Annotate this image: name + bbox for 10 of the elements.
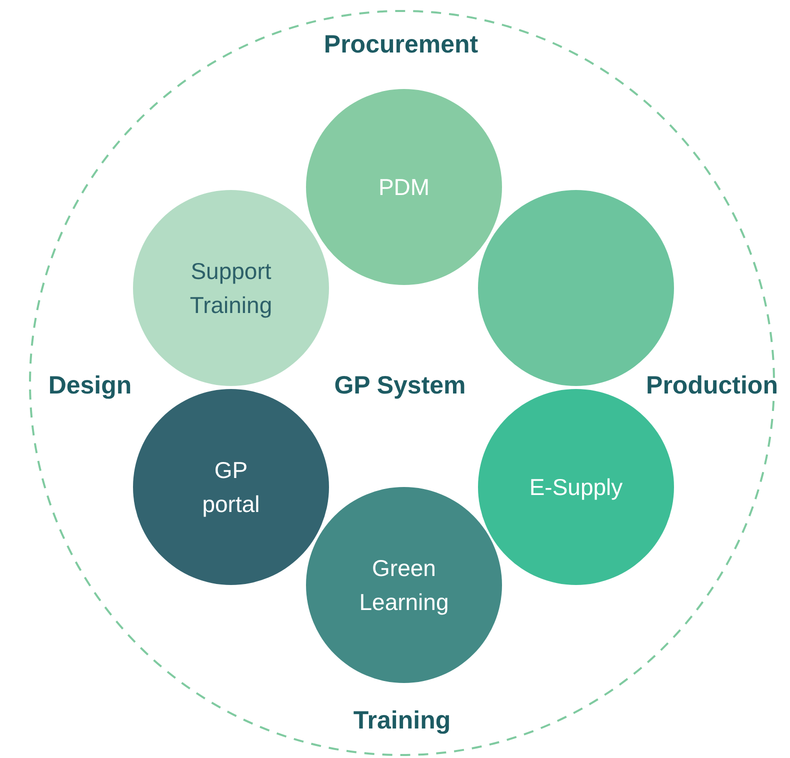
node-text: E-Supply xyxy=(528,473,624,502)
node-text: PDM xyxy=(377,173,431,202)
node-text: GP portal xyxy=(201,456,261,519)
node-text: Green Learning xyxy=(358,554,450,617)
section-label: Production xyxy=(646,372,778,400)
section-label: Procurement xyxy=(324,30,478,60)
node-text: Support Training xyxy=(188,257,274,320)
section-label: Design xyxy=(48,372,132,400)
section-label: GP System xyxy=(334,372,466,400)
section-label: Training xyxy=(353,706,451,736)
